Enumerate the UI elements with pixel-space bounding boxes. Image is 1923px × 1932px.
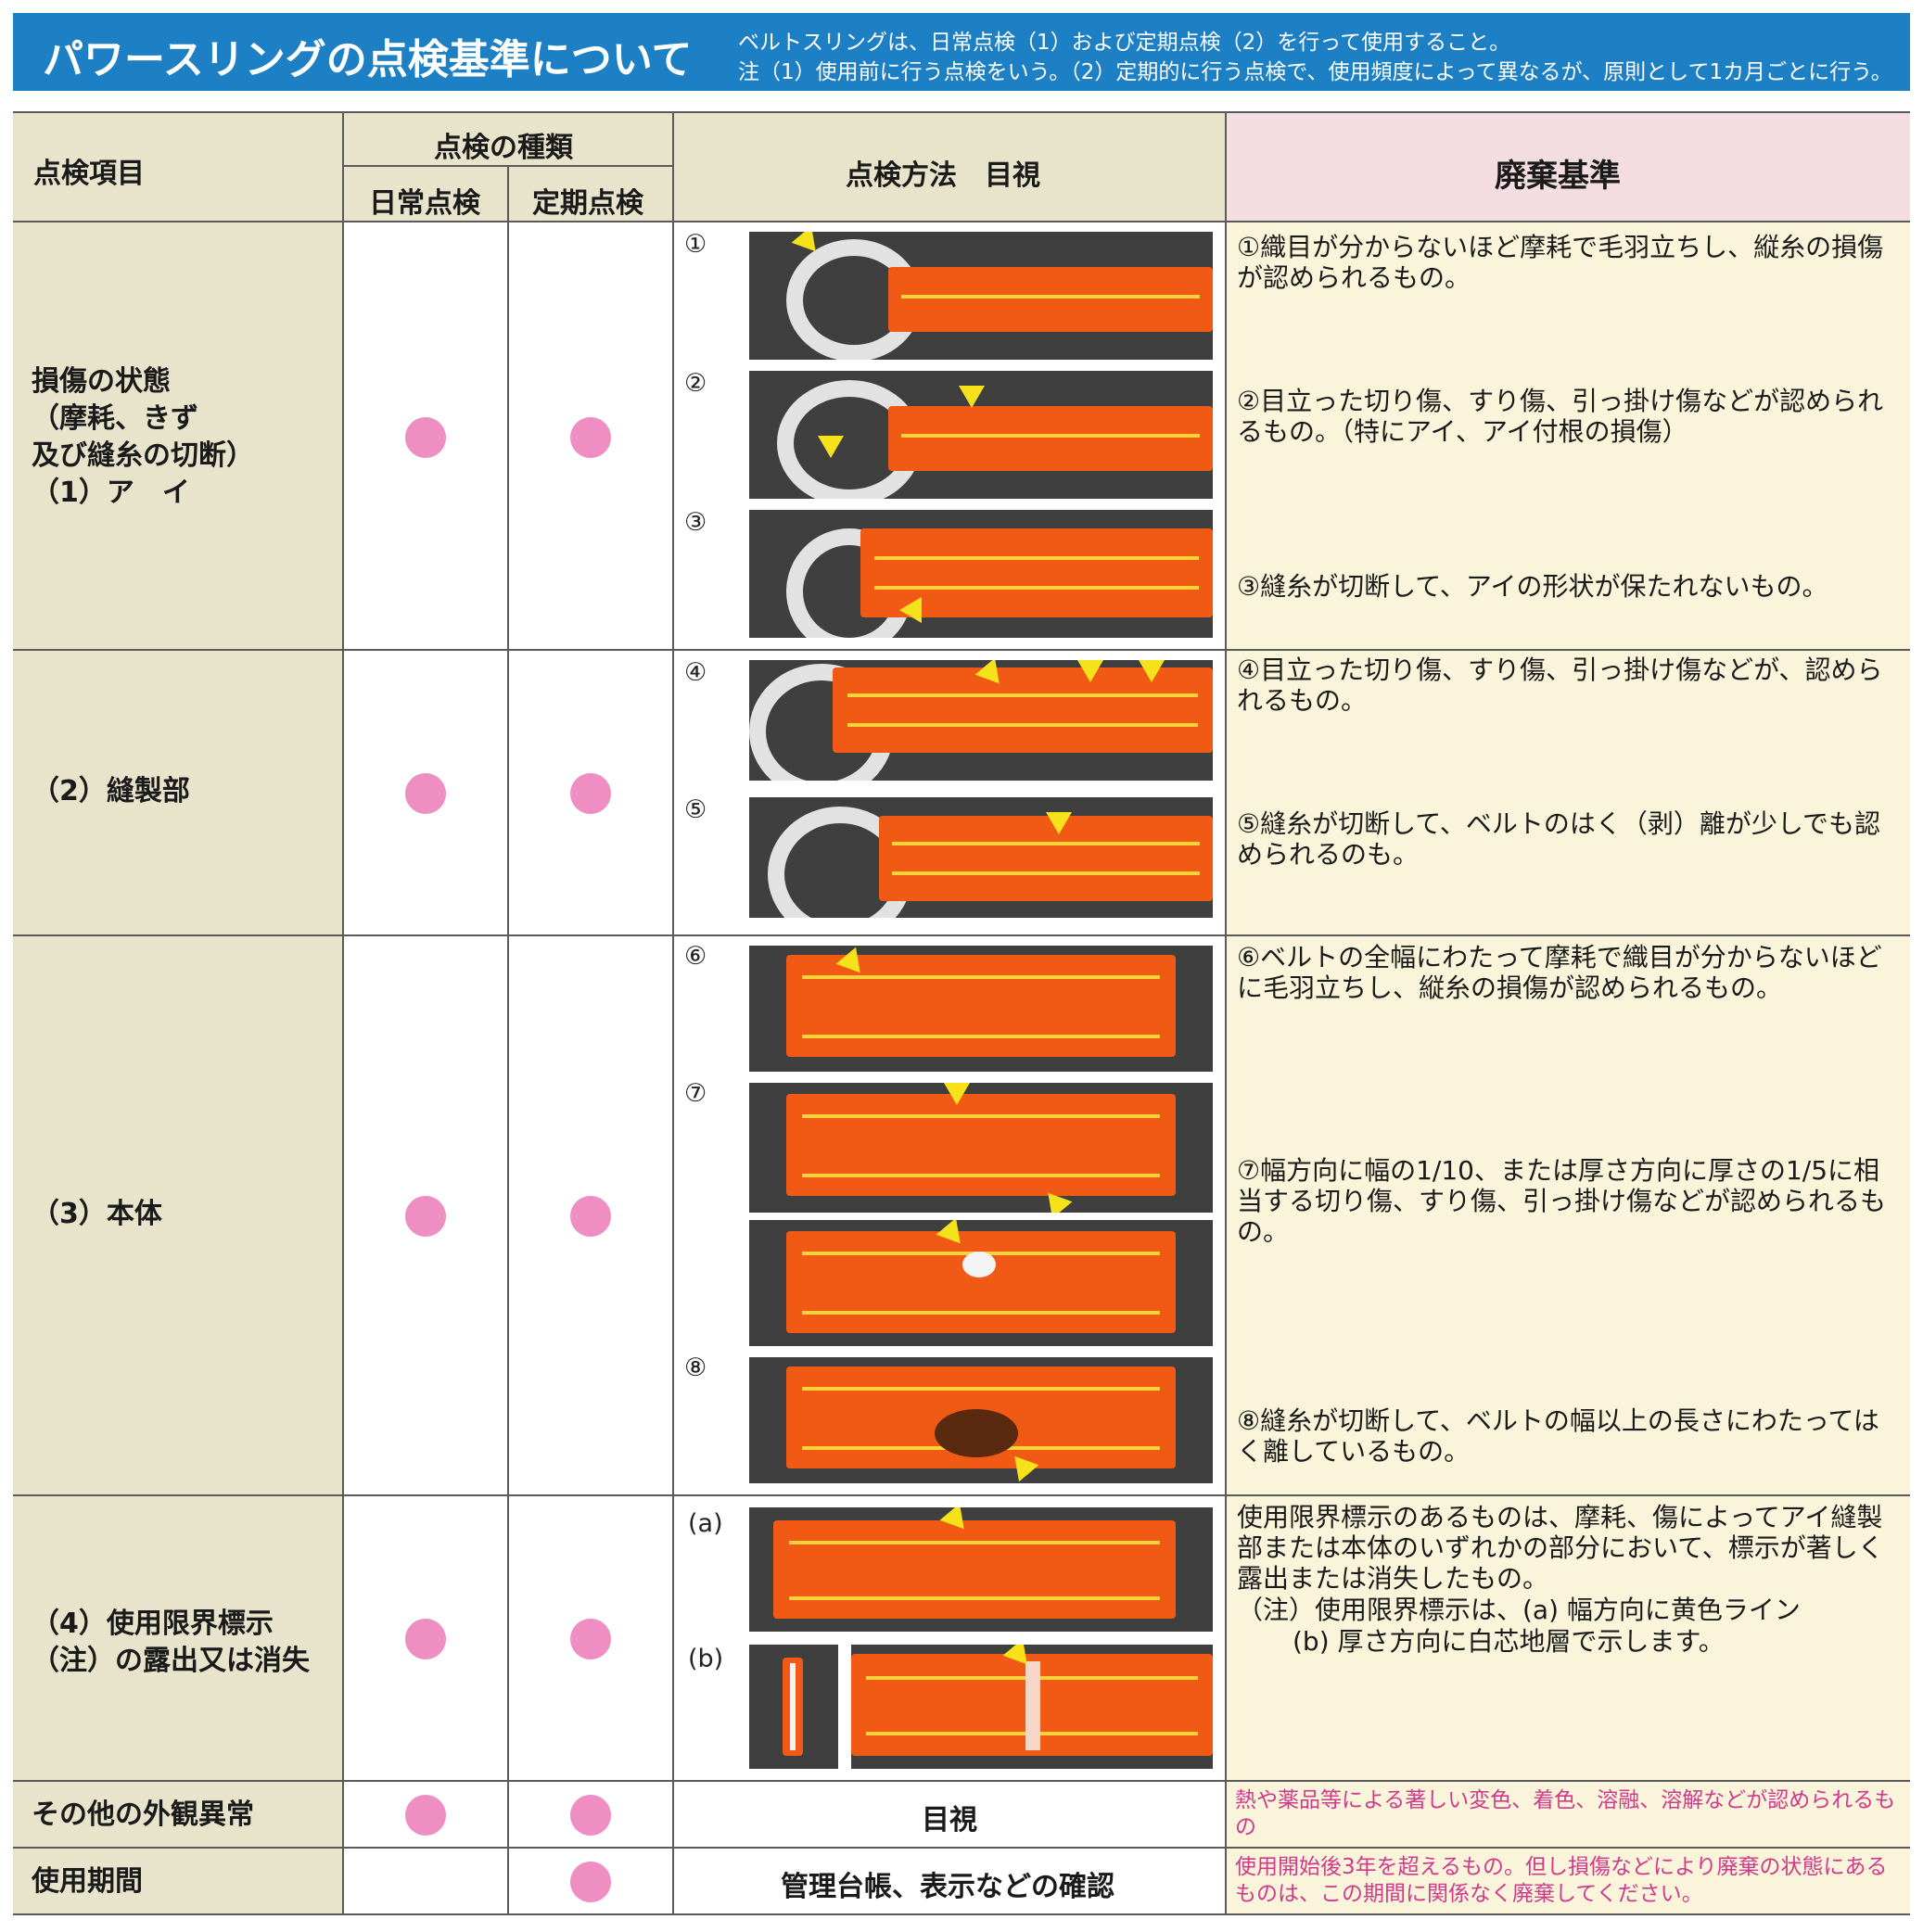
daily-check-dot xyxy=(405,1196,446,1237)
criteria-4: ④目立った切り傷、すり傷、引っ掛け傷などが、認められるもの。 xyxy=(1237,655,1883,716)
criteria-limit-note-1: （注）使用限界標示は、(a) 幅方向に黄色ライン xyxy=(1237,1595,1801,1625)
photo-label-8: ⑧ xyxy=(684,1354,707,1382)
criteria-period: 使用開始後3年を超えるもの。但し損傷などにより廃棄の状態にあるものは、この期間に… xyxy=(1235,1855,1888,1906)
col-item-header: 点検項目 xyxy=(33,158,145,190)
grid-line xyxy=(13,1847,1910,1849)
photo-label-1: ① xyxy=(684,230,707,259)
periodic-check-dot xyxy=(570,773,611,814)
criteria-header-bg xyxy=(1226,111,1910,222)
method-records: 管理台帳、表示などの確認 xyxy=(781,1871,1114,1903)
photo-label-b: (b) xyxy=(688,1645,724,1673)
photo-label-4: ④ xyxy=(684,658,707,687)
criteria-1: ①織目が分からないほど摩耗で毛羽立ちし、縦糸の損傷が認められるもの。 xyxy=(1237,232,1884,293)
body-peel-photo xyxy=(749,1357,1213,1483)
criteria-8: ⑧縫糸が切断して、ベルトの幅以上の長さにわたってはく離しているもの。 xyxy=(1237,1405,1879,1467)
col-method-header: 点検方法 目視 xyxy=(846,159,1040,192)
grid-line xyxy=(13,221,1910,222)
col-daily-header: 日常点検 xyxy=(369,187,480,220)
item-column-bg xyxy=(13,222,343,1915)
grid-line xyxy=(1225,111,1227,1915)
periodic-check-dot xyxy=(570,417,611,458)
photo-label-3: ③ xyxy=(684,508,707,537)
row1-item: 損傷の状態 （摩耗、きず 及び縫糸の切断） （1）ア イ xyxy=(32,365,254,509)
eye-wear-photo xyxy=(749,232,1213,360)
body-hole-photo xyxy=(749,1220,1213,1346)
criteria-limit-main: 使用限界標示のあるものは、摩耗、傷によってアイ縫製部または本体のいずれかの部分に… xyxy=(1237,1502,1884,1594)
row4-item: （4）使用限界標示 （注）の露出又は消失 xyxy=(32,1608,310,1677)
col-type-header: 点検の種類 xyxy=(434,132,573,164)
row2-item: （2）縫製部 xyxy=(32,775,190,807)
daily-check-dot xyxy=(405,773,446,814)
row6-item: 使用期間 xyxy=(32,1865,143,1898)
eye-stitch-photo xyxy=(749,510,1213,638)
header-row-bg xyxy=(13,111,1226,222)
criteria-7: ⑦幅方向に幅の1/10、または厚さ方向に厚さの1/5に相当する切り傷、すり傷、引… xyxy=(1237,1155,1887,1247)
criteria-6: ⑥ベルトの全幅にわたって摩耗で織目が分からないほどに毛羽立ちし、縦糸の損傷が認め… xyxy=(1237,942,1882,1003)
criteria-limit-note-2: (b) 厚さ方向に白芯地層で示します。 xyxy=(1293,1626,1725,1657)
row5-item: その他の外観異常 xyxy=(32,1799,254,1831)
header-note-2: 注（1）使用前に行う点検をいう。（2）定期的に行う点検で、使用頻度によって異なる… xyxy=(738,60,1892,84)
grid-line xyxy=(13,1913,1910,1915)
grid-line xyxy=(13,934,1910,936)
periodic-check-dot xyxy=(570,1795,611,1836)
limit-indicator-b-photo xyxy=(851,1645,1213,1769)
method-visual: 目視 xyxy=(922,1804,977,1837)
daily-check-dot xyxy=(405,1795,446,1836)
daily-check-dot xyxy=(405,417,446,458)
grid-line xyxy=(13,649,1910,651)
criteria-3: ③縫糸が切断して、アイの形状が保たれないもの。 xyxy=(1237,571,1828,602)
col-periodic-header: 定期点検 xyxy=(532,187,643,220)
photo-label-7: ⑦ xyxy=(684,1079,707,1108)
criteria-other: 熱や薬品等による著しい変色、着色、溶融、溶解などが認められるもの xyxy=(1235,1788,1896,1839)
header-note-1: ベルトスリングは、日常点検（1）および定期点検（2）を行って使用すること。 xyxy=(738,31,1511,55)
grid-line xyxy=(13,1780,1910,1782)
eye-cut-photo xyxy=(749,371,1213,499)
grid-line xyxy=(672,111,674,1915)
criteria-5: ⑤縫糸が切断して、ベルトのはく（剥）離が少しでも認められるのも。 xyxy=(1237,808,1881,870)
periodic-check-dot xyxy=(570,1196,611,1237)
periodic-check-dot xyxy=(570,1862,611,1902)
photo-label-5: ⑤ xyxy=(684,795,707,824)
grid-line xyxy=(507,165,509,1915)
grid-line xyxy=(342,111,344,1915)
row3-item: （3）本体 xyxy=(32,1198,162,1230)
periodic-check-dot xyxy=(570,1619,611,1659)
grid-line xyxy=(13,111,1910,113)
body-wear-photo xyxy=(749,946,1213,1072)
grid-line xyxy=(13,1494,1910,1496)
photo-label-6: ⑥ xyxy=(684,942,707,971)
photo-label-a: (a) xyxy=(688,1509,723,1538)
stitch-peel-photo xyxy=(749,797,1213,918)
daily-check-dot xyxy=(405,1619,446,1659)
stitch-cut-photo xyxy=(749,660,1213,781)
criteria-column-bg xyxy=(1226,222,1910,1915)
limit-indicator-b-edge-photo xyxy=(749,1645,838,1769)
criteria-2: ②目立った切り傷、すり傷、引っ掛け傷などが認められるもの。（特にアイ、アイ付根の… xyxy=(1237,386,1884,447)
inspection-table: 点検項目 点検の種類 日常点検 定期点検 点検方法 目視 廃棄基準 損傷の状態 … xyxy=(13,111,1910,1915)
page-title: パワースリングの点検基準について xyxy=(43,36,693,83)
title-banner: パワースリングの点検基準について ベルトスリングは、日常点検（1）および定期点検… xyxy=(13,13,1910,91)
photo-label-2: ② xyxy=(684,369,707,398)
limit-indicator-a-photo xyxy=(749,1507,1213,1632)
col-criteria-header: 廃棄基準 xyxy=(1495,158,1621,195)
body-cut-photo xyxy=(749,1083,1213,1213)
